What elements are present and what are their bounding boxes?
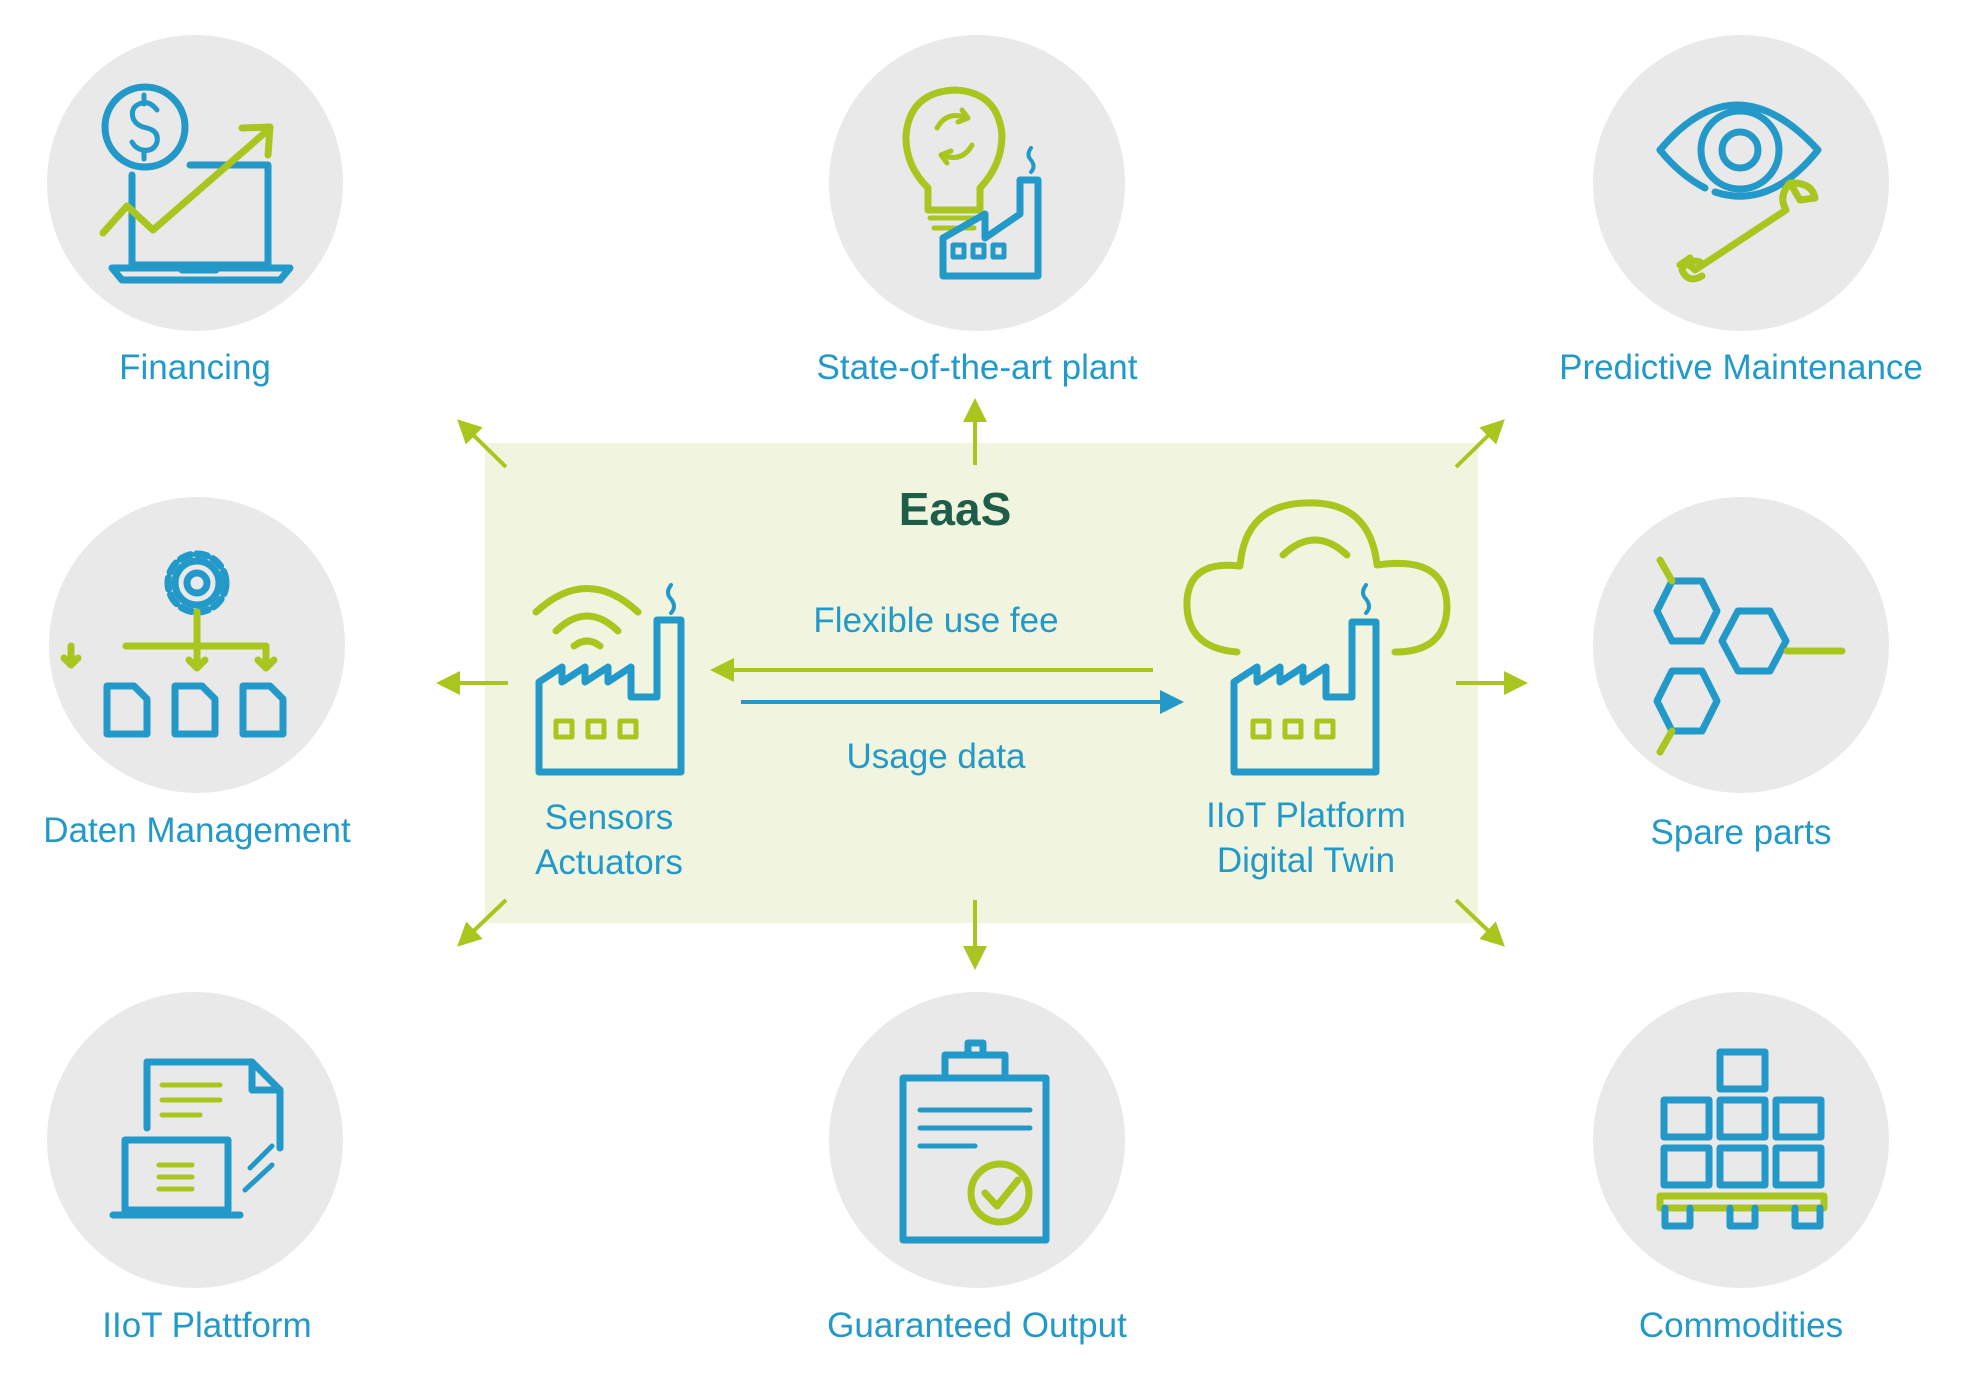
arrow-up-left xyxy=(457,419,508,469)
document-laptop-sync-icon xyxy=(109,1058,284,1219)
commodities-label: Commodities xyxy=(1638,1306,1844,1345)
digital-twin-line: Digital Twin xyxy=(1216,841,1396,880)
guaranteed-output-label: Guaranteed Output xyxy=(827,1306,1127,1345)
maintenance-label: Predictive Maintenance xyxy=(1559,348,1923,387)
eye-wrench-icon xyxy=(1656,101,1822,283)
financing-label: Financing xyxy=(119,348,271,387)
plant-label: State-of-the-art plant xyxy=(816,348,1138,387)
spare-parts-label: Spare parts xyxy=(1650,813,1832,852)
iiot-platform-line: IIoT Platform xyxy=(1206,796,1406,835)
financing-circle xyxy=(47,35,343,331)
clipboard-check-icon xyxy=(899,1039,1050,1244)
usage-data-label: Usage data xyxy=(846,737,1026,776)
flexible-fee-label: Flexible use fee xyxy=(813,601,1059,640)
gear-documents-icon xyxy=(60,550,287,738)
iiot-plattform-label: IIoT Plattform xyxy=(102,1306,312,1345)
actuators-line: Actuators xyxy=(535,843,683,882)
spare-circle xyxy=(1593,497,1889,793)
plant-circle xyxy=(829,35,1125,331)
arrow-down-left xyxy=(457,898,508,947)
cloud-factory-icon xyxy=(1183,499,1451,776)
output-circle xyxy=(829,992,1125,1288)
hexagon-cluster-icon xyxy=(1653,556,1846,756)
sensors-label: Sensors Actuators xyxy=(429,795,789,885)
data-management-label: Daten Management xyxy=(43,811,351,850)
eaas-panel xyxy=(485,443,1478,923)
factory-wifi-icon xyxy=(532,583,685,776)
diagram-title: EaaS xyxy=(898,483,1012,535)
arrow-down-right xyxy=(1454,898,1505,947)
pallet-boxes-icon xyxy=(1656,1048,1828,1230)
dollar-laptop-growth-icon xyxy=(99,83,294,284)
iiot-platform-label: IIoT Platform Digital Twin xyxy=(1126,793,1486,883)
lightbulb-factory-icon xyxy=(902,86,1042,280)
sensors-line: Sensors xyxy=(544,798,674,837)
arrow-up-right xyxy=(1454,419,1505,469)
maintenance-circle xyxy=(1593,35,1889,331)
